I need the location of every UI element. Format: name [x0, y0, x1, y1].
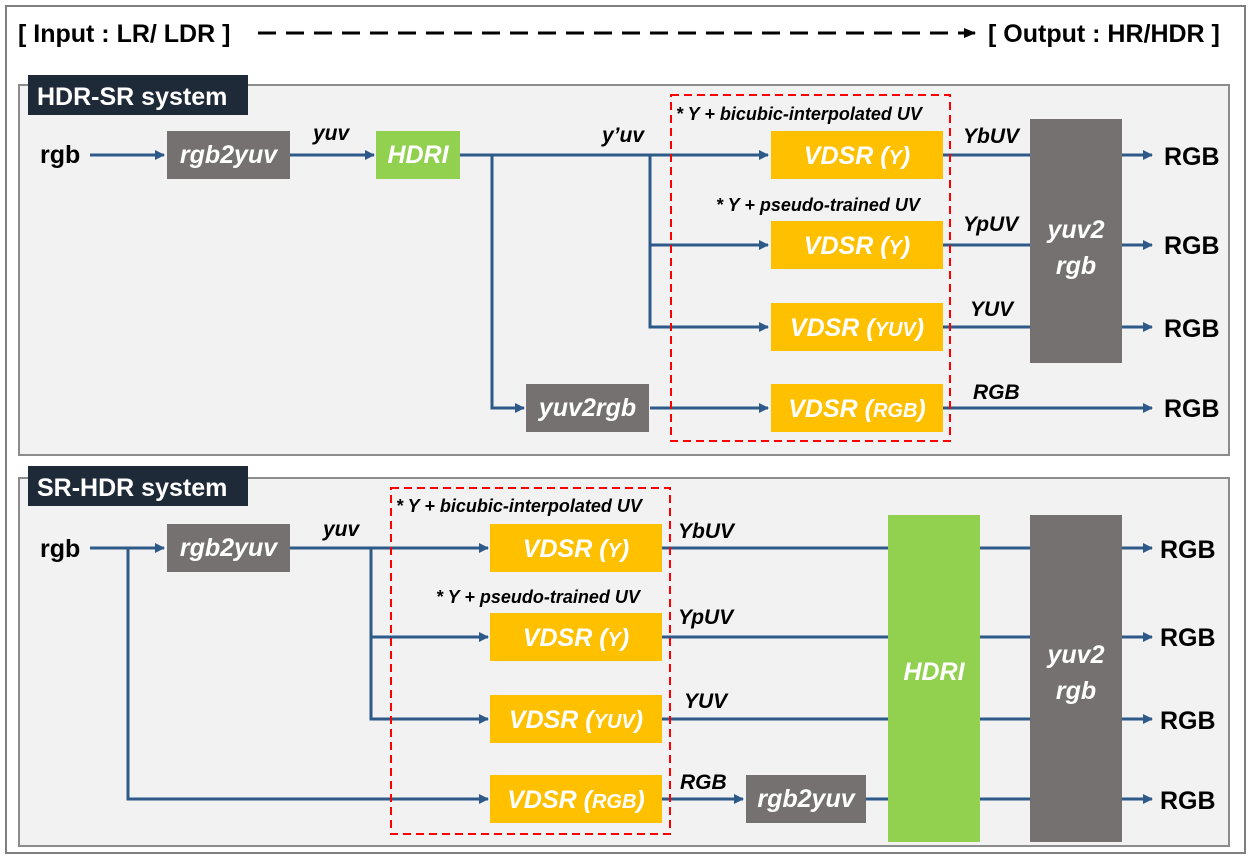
sr-hdr-title: SR-HDR system: [37, 474, 227, 502]
hdr-sr-vdsr-y-box: [771, 131, 943, 179]
hdr-sr-yuv2rgb-box: [1030, 119, 1122, 363]
hdr-sr-title: HDR-SR system: [37, 83, 227, 111]
hdr-sr-title-bar: [28, 75, 248, 115]
sr-hdr-output-3: RGB: [1160, 707, 1216, 735]
sr-hdr-vdsr-y-box: [490, 524, 662, 572]
sr-hdr-rgb2yuv-box: [167, 524, 290, 572]
sr-hdr-yuv2rgb-line1: yuv2: [1046, 641, 1105, 669]
sr-hdr-output-4: RGB: [1160, 787, 1216, 815]
hdr-sr-vdsr-rgb-label: VDSR (RGB): [788, 395, 926, 423]
hdr-sr-ybuv-label: YbUV: [963, 125, 1021, 148]
hdr-sr-yuv2rgb-line2: rgb: [1056, 252, 1096, 280]
sr-hdr-yuv2rgb-box: [1030, 515, 1122, 842]
sr-hdr-vdsr-yuv-label: VDSR (YUV): [509, 706, 643, 734]
hdr-sr-panel: HDR-SR system rgb rgb2yuv yuv HDRI y’uv: [18, 75, 1230, 456]
hdr-sr-yuv2rgb-line1: yuv2: [1046, 216, 1105, 244]
hdr-sr-rgb2yuv-box: [167, 131, 290, 179]
sr-hdr-ybuv-label: YbUV: [678, 520, 736, 543]
hdr-sr-yuv2rgb-branch-label: yuv2rgb: [537, 394, 636, 422]
sr-hdr-hdri-label: HDRI: [903, 658, 965, 686]
sr-hdr-title-bar: [28, 466, 248, 506]
sr-hdr-yuv-label: yuv: [322, 518, 361, 541]
output-label: [ Output : HR/HDR ]: [988, 20, 1220, 48]
hdr-sr-output-2: RGB: [1164, 232, 1220, 260]
hdr-sr-vdsr-y-label: VDSR (Y): [804, 142, 910, 170]
sr-hdr-hdri-box: [888, 515, 980, 842]
sr-hdr-vdsr-y-label: VDSR (Y): [523, 535, 629, 563]
sr-hdr-vdsr-yuv-box: [490, 695, 662, 743]
hdr-sr-yuv2rgb-branch-box: [526, 384, 649, 432]
hdr-sr-hdri-box: [376, 131, 460, 179]
sr-hdr-yuv2rgb-line2: rgb: [1056, 677, 1096, 705]
input-label: [ Input : LR/ LDR ]: [18, 20, 230, 48]
hdr-sr-note-bicubic: * Y + bicubic-interpolated UV: [676, 104, 924, 124]
sr-hdr-yuv-out-label: YUV: [684, 690, 729, 713]
sr-hdr-note-bicubic: * Y + bicubic-interpolated UV: [396, 496, 644, 516]
hdr-sr-input-label: rgb: [40, 141, 80, 169]
sr-hdr-input-label: rgb: [40, 535, 80, 563]
hdr-sr-rgb-mid-label: RGB: [973, 381, 1020, 404]
hdr-sr-note-pseudo: * Y + pseudo-trained UV: [716, 195, 922, 215]
sr-hdr-panel: SR-HDR system rgb rgb2yuv yuv *: [18, 466, 1230, 847]
hdr-sr-output-3: RGB: [1164, 315, 1220, 343]
sr-hdr-arrows: [90, 543, 1153, 804]
hdr-sr-hdri-label: HDRI: [387, 141, 449, 169]
hdr-sr-yuv-label: yuv: [312, 122, 351, 145]
sr-hdr-rgb2yuv-2-box: [746, 775, 866, 823]
hdr-sr-vdsr-y2-label: VDSR (Y): [804, 232, 910, 260]
hdr-sr-ypuv-label: YpUV: [963, 213, 1020, 236]
hdr-sr-vdsr-yuv-box: [771, 303, 943, 351]
sr-hdr-rgb-mid-label: RGB: [680, 771, 727, 794]
hdr-sr-output-4: RGB: [1164, 395, 1220, 423]
hdr-sr-yuv-out-label: YUV: [970, 298, 1015, 321]
sr-hdr-output-2: RGB: [1160, 624, 1216, 652]
hdr-sr-output-1: RGB: [1164, 143, 1220, 171]
sr-hdr-vdsr-y2-box: [490, 613, 662, 661]
sr-hdr-vdsr-rgb-label: VDSR (RGB): [507, 786, 645, 814]
hdr-sr-vdsr-y2-box: [771, 221, 943, 269]
hdr-sr-arrows: [90, 150, 1153, 413]
hdr-sr-vdsr-yuv-label: VDSR (YUV): [790, 314, 924, 342]
sr-hdr-note-pseudo: * Y + pseudo-trained UV: [436, 587, 642, 607]
hdr-sr-vdsr-rgb-box: [771, 384, 943, 432]
sr-hdr-ypuv-label: YpUV: [678, 606, 735, 629]
hdr-sr-yprime-label: y’uv: [601, 124, 645, 147]
sr-hdr-vdsr-y2-label: VDSR (Y): [523, 624, 629, 652]
sr-hdr-output-1: RGB: [1160, 536, 1216, 564]
sr-hdr-rgb2yuv-label: rgb2yuv: [180, 534, 279, 562]
hdr-sr-rgb2yuv-label: rgb2yuv: [180, 141, 279, 169]
sr-hdr-rgb2yuv-2-label: rgb2yuv: [757, 785, 856, 813]
sr-hdr-vdsr-rgb-box: [490, 775, 662, 823]
